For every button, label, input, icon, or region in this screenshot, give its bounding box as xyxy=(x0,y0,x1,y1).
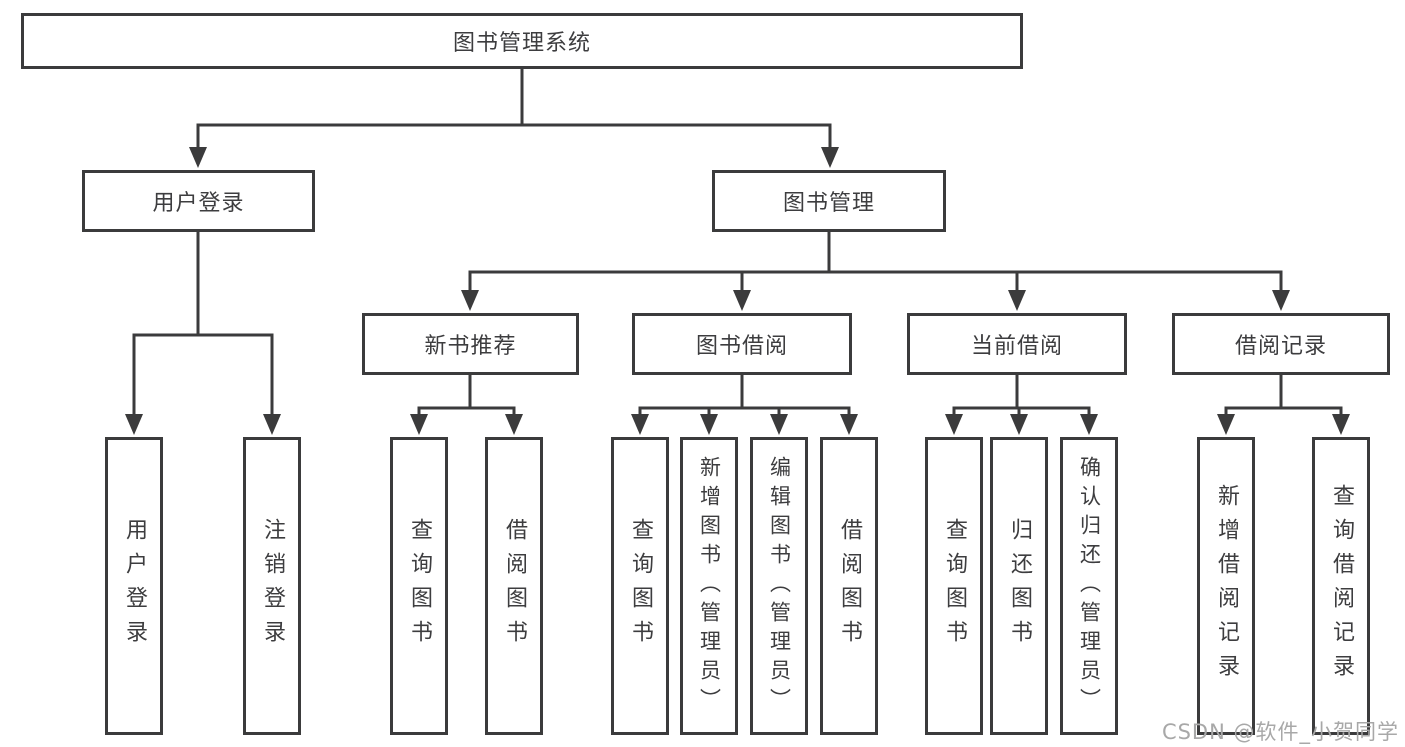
leaf-label: 确认归还（管理员） xyxy=(1077,455,1102,717)
node-current-borrow: 当前借阅 xyxy=(907,313,1127,375)
leaf-label: 借阅图书 xyxy=(502,518,527,654)
leaf-user-login: 用户登录 xyxy=(105,437,163,735)
csdn-watermark: CSDN @软件_小贺同学 xyxy=(1161,720,1399,744)
leaf-label: 新增图书（管理员） xyxy=(697,455,722,717)
node-book-management: 图书管理 xyxy=(712,170,946,232)
node-label: 新书推荐 xyxy=(424,334,517,359)
leaf-label: 用户登录 xyxy=(122,518,147,654)
leaf-records-query-record: 查询借阅记录 xyxy=(1312,437,1370,735)
leaf-records-add-record: 新增借阅记录 xyxy=(1197,437,1255,735)
leaf-logout: 注销登录 xyxy=(243,437,301,735)
leaf-current-query-books: 查询图书 xyxy=(925,437,983,735)
leaf-label: 归还图书 xyxy=(1007,518,1032,654)
node-label: 图书管理 xyxy=(782,191,875,216)
leaf-current-confirm-return-admin: 确认归还（管理员） xyxy=(1060,437,1118,735)
node-borrow-records: 借阅记录 xyxy=(1172,313,1390,375)
leaf-label: 注销登录 xyxy=(260,518,285,654)
leaf-label: 编辑图书（管理员） xyxy=(767,455,792,717)
leaf-borrow-edit-books-admin: 编辑图书（管理员） xyxy=(750,437,808,735)
leaf-label: 借阅图书 xyxy=(837,518,862,654)
node-label: 图书借阅 xyxy=(695,334,788,359)
node-label: 图书管理系统 xyxy=(452,31,591,56)
leaf-recommend-borrow-books: 借阅图书 xyxy=(485,437,543,735)
node-label: 当前借阅 xyxy=(970,334,1063,359)
node-label: 用户登录 xyxy=(152,191,245,216)
node-user-login: 用户登录 xyxy=(82,170,315,232)
leaf-label: 查询图书 xyxy=(628,518,653,654)
node-book-borrow: 图书借阅 xyxy=(632,313,852,375)
node-library-management-system: 图书管理系统 xyxy=(21,13,1023,69)
node-new-book-recommend: 新书推荐 xyxy=(362,313,579,375)
leaf-recommend-query-books: 查询图书 xyxy=(390,437,448,735)
leaf-label: 新增借阅记录 xyxy=(1214,484,1239,688)
leaf-borrow-borrow-books: 借阅图书 xyxy=(820,437,878,735)
node-label: 借阅记录 xyxy=(1234,334,1327,359)
leaf-borrow-add-books-admin: 新增图书（管理员） xyxy=(680,437,738,735)
leaf-label: 查询借阅记录 xyxy=(1329,484,1354,688)
leaf-borrow-query-books: 查询图书 xyxy=(611,437,669,735)
leaf-label: 查询图书 xyxy=(407,518,432,654)
leaf-label: 查询图书 xyxy=(942,518,967,654)
leaf-current-return-books: 归还图书 xyxy=(990,437,1048,735)
